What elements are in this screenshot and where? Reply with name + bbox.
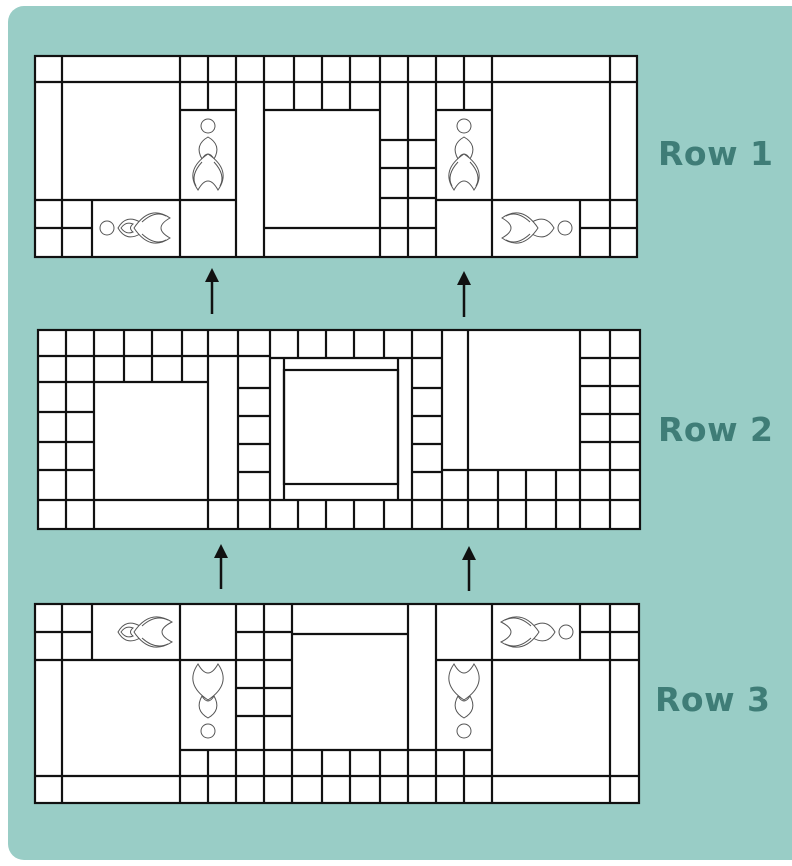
row-2-quilt-block [38, 330, 640, 529]
row-2-label: Row 2 [658, 410, 774, 449]
row-3-quilt-block [35, 604, 639, 803]
row-1-quilt-block [35, 56, 637, 257]
row-3-label: Row 3 [655, 680, 771, 719]
up-arrow-icon [214, 544, 476, 591]
row-1-label: Row 1 [658, 134, 774, 173]
up-arrow-icon [205, 268, 471, 317]
